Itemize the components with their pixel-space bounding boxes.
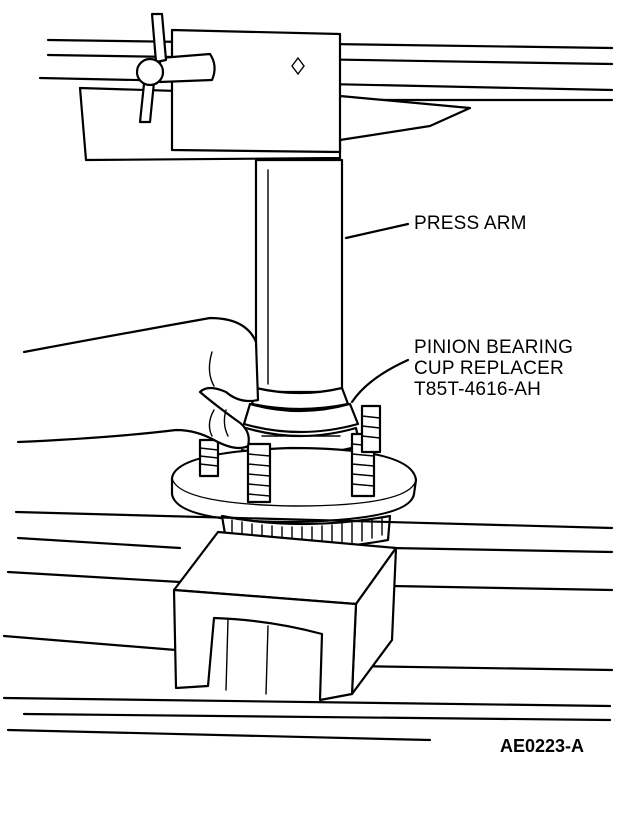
press-arm-column — [250, 158, 350, 411]
label-replacer-line3: T85T-4616-AH — [414, 379, 541, 400]
support-block — [172, 530, 398, 702]
stud — [246, 442, 272, 504]
label-press-arm: PRESS ARM — [414, 213, 527, 234]
label-replacer-line2: CUP REPLACER — [414, 358, 564, 379]
studs — [198, 404, 382, 504]
figure-id: AE0223-A — [500, 736, 584, 756]
press-crossbar — [78, 28, 472, 162]
stud — [198, 438, 220, 478]
label-replacer-line1: PINION BEARING — [414, 337, 573, 358]
leader-lines — [344, 222, 410, 404]
stud — [360, 404, 382, 454]
t-handle — [135, 12, 216, 124]
hand — [16, 316, 260, 450]
work-bench — [2, 510, 614, 742]
